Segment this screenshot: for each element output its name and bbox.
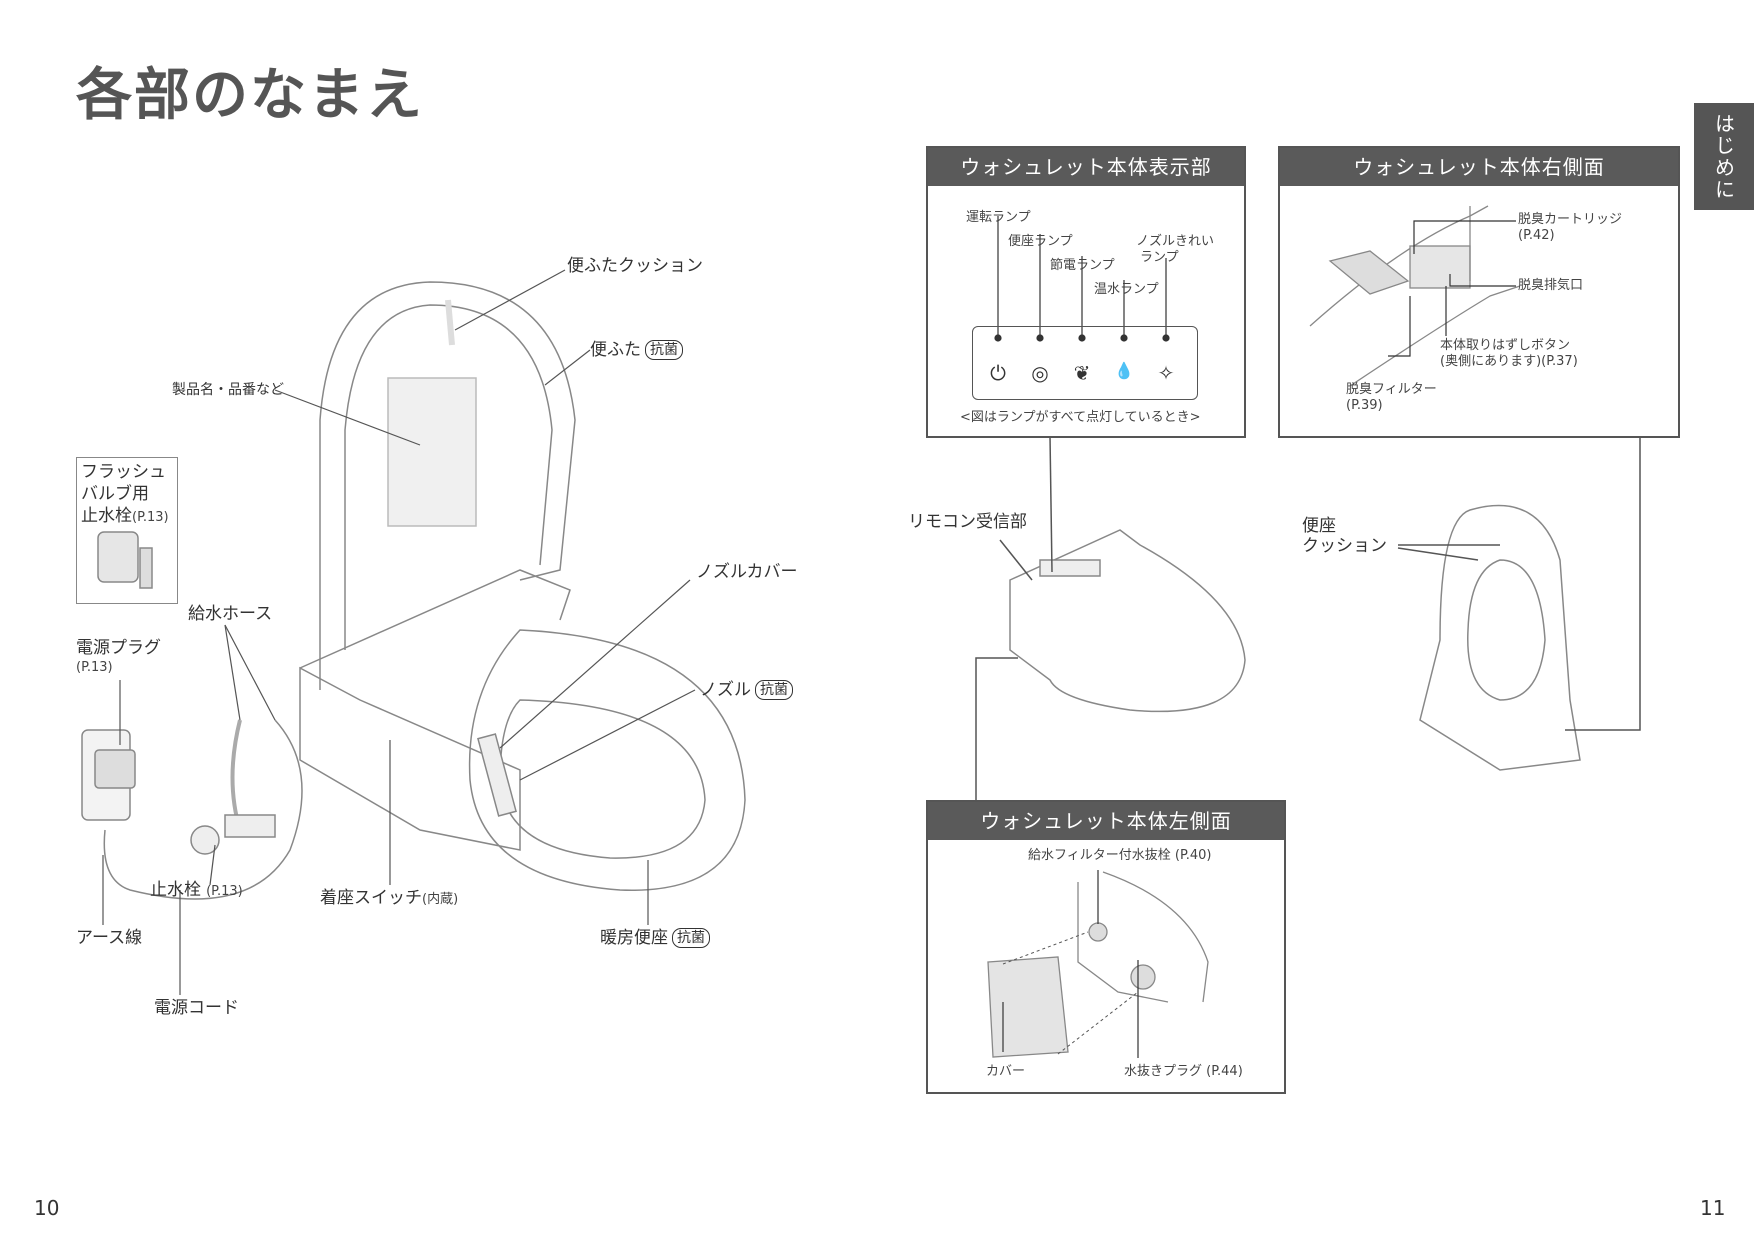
leaf-icon: ❦	[1073, 361, 1091, 385]
display-caption: <図はランプがすべて点灯しているとき>	[960, 410, 1201, 425]
label-lid-text: 便ふた	[590, 340, 641, 360]
right-panel-illustration	[1309, 205, 1521, 387]
label-water-hose: 給水ホース	[188, 604, 273, 624]
display-panel: ウォシュレット本体表示部 運転ランプ 便座ランプ 節電ランプ 温水ランプ ノズル…	[926, 146, 1246, 438]
lamp-leader-lines	[994, 216, 1170, 342]
label-stop-valve-text: 止水栓	[150, 880, 201, 900]
label-cover: カバー	[986, 1064, 1026, 1079]
label-water-filter-plug: 給水フィルター付水抜栓 (P.40)	[1028, 848, 1212, 863]
flush-valve-ref: (P.13)	[132, 510, 169, 525]
label-deodorant-filter-ref: (P.39)	[1346, 398, 1383, 413]
stop-valve-shape	[190, 825, 220, 855]
label-stop-valve-ref: (P.13)	[206, 884, 243, 899]
page-title: 各部のなまえ	[76, 63, 424, 128]
body-outline	[299, 666, 521, 851]
antibacterial-badge: 抗菌	[755, 680, 793, 700]
flush-valve-line3-text: 止水栓	[81, 506, 132, 526]
lamp-label-nozzle-clean: ノズルきれい	[1136, 234, 1215, 249]
label-seat-cushion-1: 便座	[1302, 516, 1336, 536]
power-icon: ⏻	[990, 361, 1006, 385]
label-remote-receiver: リモコン受信部	[908, 512, 1027, 532]
section-tab[interactable]: はじめに	[1694, 103, 1754, 210]
label-seat-cushion-2: クッション	[1302, 536, 1387, 556]
left-side-panel: ウォシュレット本体左側面 給水フィルター付水抜栓 (P.40) カバー 水抜きプ…	[926, 800, 1286, 1094]
right-panel-heading: ウォシュレット本体右側面	[1280, 148, 1678, 186]
label-earth-wire: アース線	[76, 928, 143, 948]
label-lid: 便ふた抗菌	[590, 340, 683, 360]
page-number-left: 10	[34, 1196, 60, 1220]
label-heated-seat-text: 暖房便座	[600, 928, 668, 948]
left-panel-heading: ウォシュレット本体左側面	[928, 802, 1284, 840]
lamp-display-box: ⏻ ◎ ❦ 💧 ✧	[972, 326, 1198, 400]
sparkle-icon: ✧	[1157, 361, 1175, 385]
label-power-plug-ref: (P.13)	[76, 660, 113, 675]
label-power-plug: 電源プラグ	[76, 638, 161, 658]
water-hose-shape	[230, 719, 242, 831]
antibacterial-badge: 抗菌	[672, 928, 710, 948]
label-sticker	[387, 377, 477, 527]
label-heated-seat: 暖房便座抗菌	[600, 928, 710, 948]
label-stop-valve: 止水栓 (P.13)	[150, 880, 243, 900]
label-deodorant-filter: 脱臭フィルター	[1346, 382, 1437, 397]
nozzle-shape	[477, 733, 517, 817]
lamp-label-seat: 便座ランプ	[1008, 234, 1073, 249]
label-nozzle-text: ノズル	[700, 680, 751, 700]
unit-outline	[1009, 529, 1246, 713]
page-number-right: 11	[1700, 1196, 1726, 1220]
antibacterial-badge: 抗菌	[645, 340, 683, 360]
seat-icon: ◎	[1031, 361, 1049, 385]
flush-valve-line2: バルブ用	[81, 484, 149, 504]
label-power-cord: 電源コード	[154, 998, 239, 1018]
display-panel-heading: ウォシュレット本体表示部	[928, 148, 1244, 186]
droplet-icon: 💧	[1114, 361, 1134, 380]
label-seat-switch-note: (内蔵)	[422, 892, 459, 907]
label-deodorant-exhaust: 脱臭排気口	[1518, 278, 1584, 293]
seat-outline	[468, 629, 746, 891]
label-nozzle: ノズル抗菌	[700, 680, 793, 700]
label-seat-switch-text: 着座スイッチ	[320, 888, 422, 908]
label-seat-switch: 着座スイッチ(内蔵)	[320, 888, 458, 908]
left-panel-illustration	[987, 870, 1209, 1058]
label-deodorant-cartridge: 脱臭カートリッジ	[1518, 212, 1623, 227]
lamp-label-eco: 節電ランプ	[1050, 258, 1115, 273]
label-drain-plug: 水抜きプラグ (P.44)	[1124, 1064, 1243, 1079]
label-nozzle-cover: ノズルカバー	[696, 562, 798, 582]
flush-valve-line3: 止水栓(P.13)	[81, 506, 169, 526]
label-release-button: 本体取りはずしボタン	[1440, 338, 1571, 353]
lamp-label-water: 温水ランプ	[1094, 282, 1159, 297]
right-unit-outline	[1419, 504, 1581, 771]
flush-valve-box: フラッシュ バルブ用 止水栓(P.13)	[76, 457, 178, 604]
lid-outline	[319, 281, 576, 690]
label-lid-cushion: 便ふたクッション	[567, 256, 703, 276]
label-product-name: 製品名・品番など	[172, 382, 284, 398]
right-side-panel: ウォシュレット本体右側面 脱臭カートリッジ (P.42) 脱臭排気口 本体取りは…	[1278, 146, 1680, 438]
flush-valve-line1: フラッシュ	[81, 462, 166, 482]
lamp-label-power: 運転ランプ	[966, 210, 1031, 225]
label-release-button-note: (奥側にあります)(P.37)	[1440, 354, 1578, 369]
lamp-label-nozzle-clean-2: ランプ	[1140, 250, 1179, 265]
label-deodorant-cartridge-ref: (P.42)	[1518, 228, 1555, 243]
